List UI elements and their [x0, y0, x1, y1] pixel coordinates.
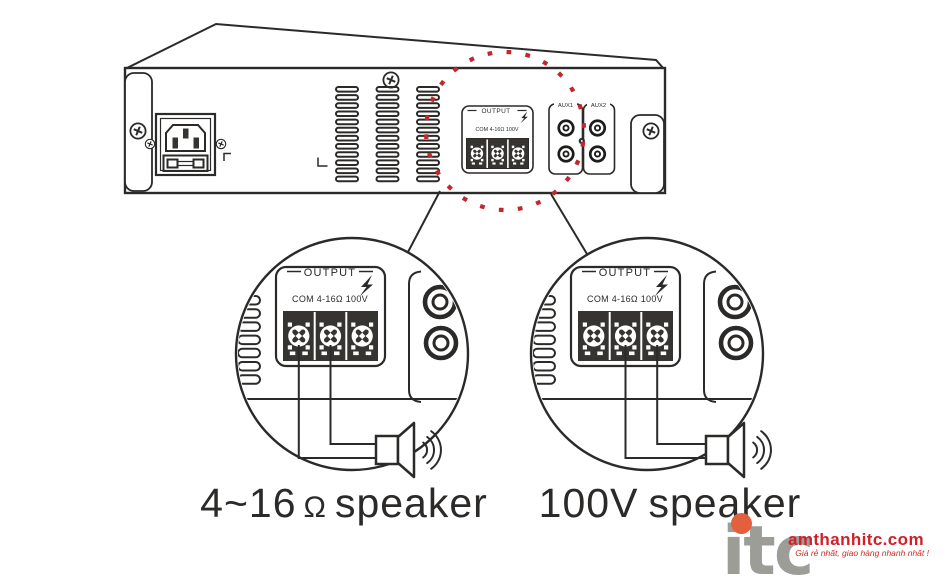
chassis-top-face	[124, 22, 667, 70]
itc-logo-dot	[731, 513, 752, 534]
power-inlet	[144, 112, 227, 177]
screw-icon	[642, 122, 660, 140]
rca-jack-icon	[556, 144, 576, 164]
fuse-drawer	[162, 154, 209, 172]
rca-jack-icon	[587, 118, 608, 138]
rca-jack-icon	[556, 118, 576, 138]
watermark: itc amthanhitc.com Giá rẻ nhất, giao hàn…	[722, 512, 930, 577]
leader-line	[550, 193, 588, 255]
output-terminal-panel: OUTPUT COM 4-16Ω 100V	[461, 105, 534, 174]
screw-icon	[144, 138, 156, 150]
screw-icon	[129, 122, 147, 140]
speaker-wires	[624, 345, 706, 459]
screw-icon	[215, 138, 227, 150]
watermark-site: amthanhitc.com	[788, 530, 924, 549]
watermark-tagline: Giá rẻ nhất, giao hàng nhanh nhất !	[795, 548, 929, 558]
rca-jack-icon	[587, 144, 608, 164]
corner-mark	[223, 152, 231, 161]
screw-icon	[382, 71, 400, 89]
output-label: OUTPUT	[481, 108, 510, 115]
leader-line	[407, 190, 441, 253]
corner-mark	[317, 157, 328, 167]
speaker-wires	[297, 345, 376, 459]
aux2-label: AUX2	[591, 103, 606, 109]
aux1-label: AUX1	[558, 103, 573, 109]
terminal-labels: COM 4-16Ω 100V	[476, 127, 519, 133]
aux-input-panel: AUX1 AUX2	[548, 100, 616, 175]
amplifier-rear-panel: OUTPUT COM 4-16Ω 100V AUX1 AUX2	[123, 22, 667, 195]
